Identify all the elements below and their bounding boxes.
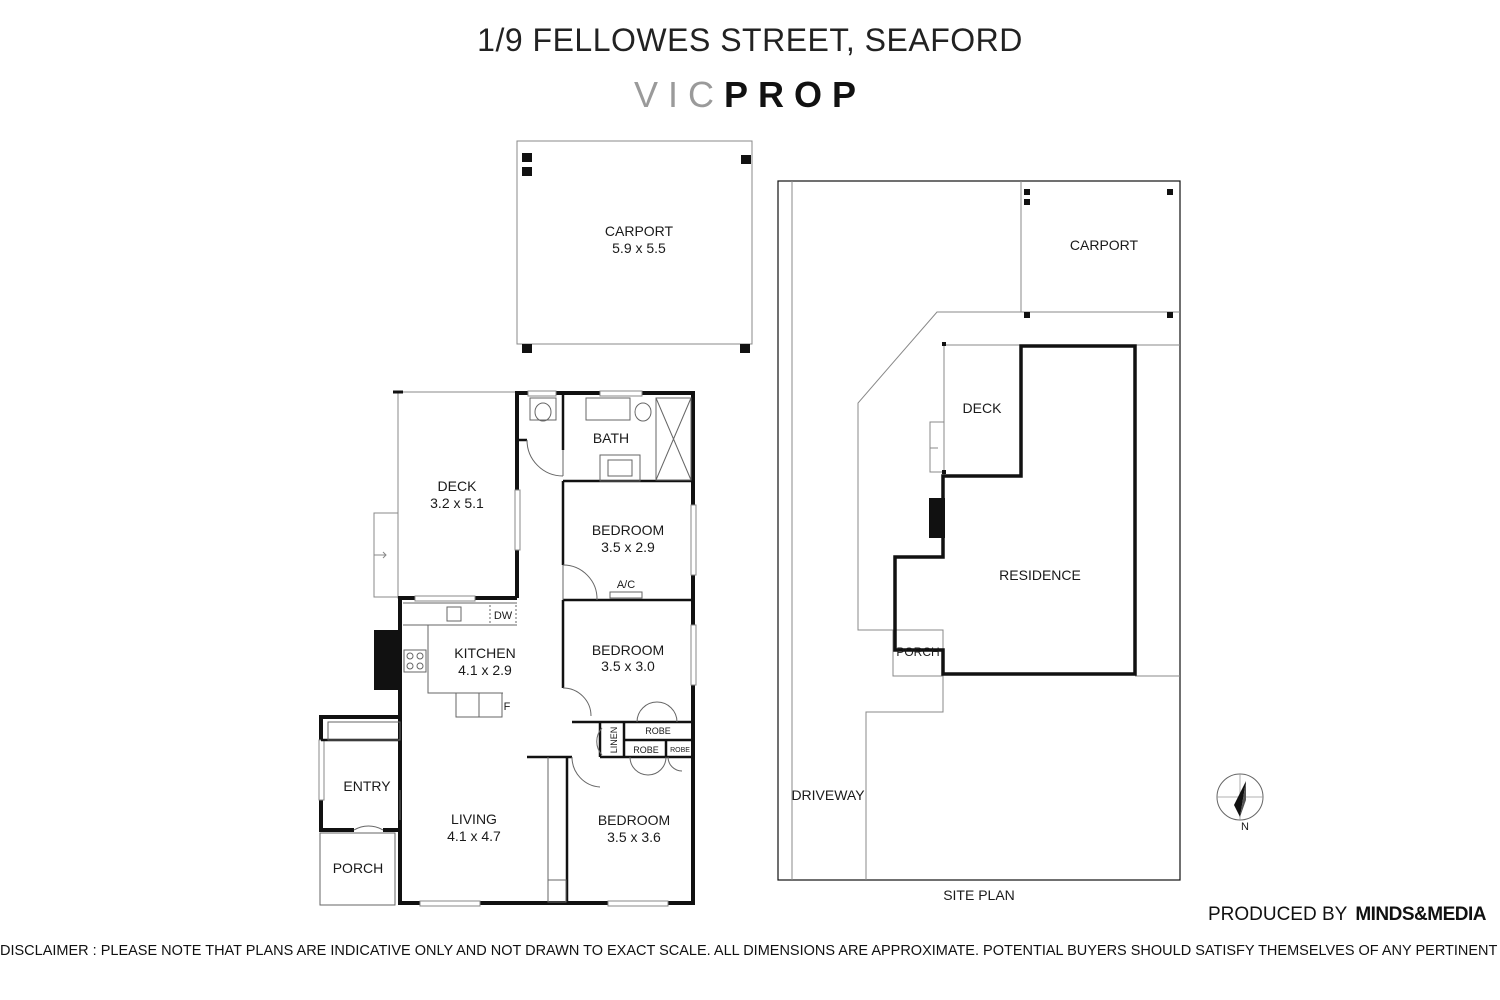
bedroom3-label: BEDROOM xyxy=(598,812,670,828)
producer-logo: MINDS&MEDIA xyxy=(1355,904,1486,925)
carport-size: 5.9 x 5.5 xyxy=(612,240,666,256)
bedroom1-size: 3.5 x 2.9 xyxy=(601,539,655,555)
site-carport-label: CARPORT xyxy=(1070,237,1139,253)
ac-label: A/C xyxy=(617,579,635,591)
site-boundary xyxy=(777,180,1181,881)
disclaimer-text: DISCLAIMER : PLEASE NOTE THAT PLANS ARE … xyxy=(0,943,1500,959)
living-label: LIVING xyxy=(451,811,497,827)
robe-label-a: ROBE xyxy=(645,726,671,736)
site-deck-label: DECK xyxy=(963,400,1003,416)
site-porch-label: PORCH xyxy=(896,645,939,659)
bedroom2-size: 3.5 x 3.0 xyxy=(601,658,655,674)
robe-doors xyxy=(547,687,683,903)
site-driveway-label: DRIVEWAY xyxy=(791,787,865,803)
robe-label-b: ROBE xyxy=(633,745,659,755)
entry-fixtures xyxy=(319,721,401,906)
bedroom1-door xyxy=(562,564,643,601)
bath-fixtures xyxy=(526,397,692,482)
produced-by-text: PRODUCED BY xyxy=(1207,904,1348,925)
fridge-label: F xyxy=(504,701,511,713)
linen-label: LINEN xyxy=(609,727,619,754)
brand-logo: VICPROP xyxy=(0,74,1500,116)
page-title: 1/9 FELLOWES STREET, SEAFORD xyxy=(477,22,1023,58)
kitchen-size: 4.1 x 2.9 xyxy=(458,662,512,678)
porch-label: PORCH xyxy=(333,860,384,876)
site-plan-title: SITE PLAN xyxy=(943,887,1015,903)
robe-label-c: ROBE xyxy=(670,747,690,754)
site-lines xyxy=(791,181,1180,880)
living-size: 4.1 x 4.7 xyxy=(447,828,501,844)
residence-outline xyxy=(893,344,1137,676)
bedroom2-label: BEDROOM xyxy=(592,642,664,658)
carport-structure xyxy=(516,140,753,353)
deck-size: 3.2 x 5.1 xyxy=(430,495,484,511)
bath-label: BATH xyxy=(593,430,629,446)
site-posts xyxy=(929,189,1173,538)
deck-label: DECK xyxy=(438,478,478,494)
heater-block xyxy=(374,630,400,690)
bedroom3-size: 3.5 x 3.6 xyxy=(607,829,661,845)
north-label: N xyxy=(1241,821,1249,833)
bedroom1-label: BEDROOM xyxy=(592,522,664,538)
north-compass-icon xyxy=(1216,773,1264,821)
brand-logo-bold: PROP xyxy=(723,74,867,115)
brand-logo-light: VIC xyxy=(633,74,724,115)
windows xyxy=(318,390,697,907)
site-residence-label: RESIDENCE xyxy=(999,567,1081,583)
carport-label: CARPORT xyxy=(605,223,674,239)
kitchen-label: KITCHEN xyxy=(454,645,515,661)
kitchen-benches xyxy=(403,602,517,718)
producer-credit: PRODUCED BY MINDS&MEDIA xyxy=(1207,904,1487,926)
dishwasher-label: DW xyxy=(494,610,513,622)
entry-label: ENTRY xyxy=(343,778,391,794)
